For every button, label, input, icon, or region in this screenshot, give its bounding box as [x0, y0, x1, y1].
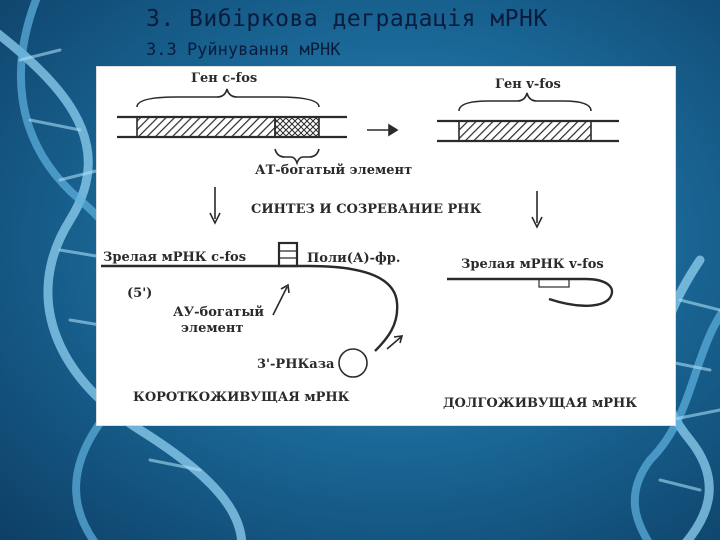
cfos-polya-tail [308, 264, 399, 352]
mature-cfos-label: Зрелая мРНК c-fos [103, 250, 247, 265]
slide-title: 3. Вибіркова деградація мРНК [146, 6, 548, 32]
au-element-label-line1: АУ-богатый [173, 305, 264, 320]
cfos-at-rich-region [274, 116, 320, 138]
rnase-arrow [386, 336, 402, 350]
vfos-mrna-marker [538, 278, 570, 288]
five-prime-label: (5') [127, 286, 153, 301]
synthesis-label: СИНТЕЗ И СОЗРЕВАНИЕ РНК [251, 202, 482, 217]
cfos-coding-region [136, 116, 276, 138]
mature-vfos-label: Зрелая мРНК v-fos [461, 257, 604, 272]
au-element-label-line2: элемент [181, 321, 244, 336]
polya-label: Поли(А)-фр. [307, 251, 401, 266]
vfos-gene-brace [458, 92, 592, 112]
short-lived-label: КОРОТКОЖИВУЩАЯ мРНК [133, 390, 350, 405]
gene-vfos-label: Ген v-fos [495, 77, 561, 92]
au-rich-hairpin [277, 241, 299, 268]
at-element-label: АТ-богатый элемент [255, 163, 413, 178]
figure-diagram [101, 88, 619, 378]
vfos-polya-tail [548, 277, 614, 307]
at-element-brace [274, 148, 320, 166]
vfos-coding-region [458, 120, 592, 142]
long-lived-label: ДОЛГОЖИВУЩАЯ мРНК [443, 396, 638, 411]
rnase-label: 3'-РНКаза [257, 357, 335, 372]
mrna-degradation-figure: Ген c-fos Ген v-fos АТ-богатый элемент С… [96, 66, 676, 426]
au-element-arrow [272, 286, 288, 316]
slide-subtitle: 3.3 Руйнування мРНК [146, 40, 341, 60]
cfos-gene-brace [136, 88, 320, 108]
rnase-circle [338, 348, 368, 378]
gene-cfos-label: Ген c-fos [191, 71, 258, 86]
